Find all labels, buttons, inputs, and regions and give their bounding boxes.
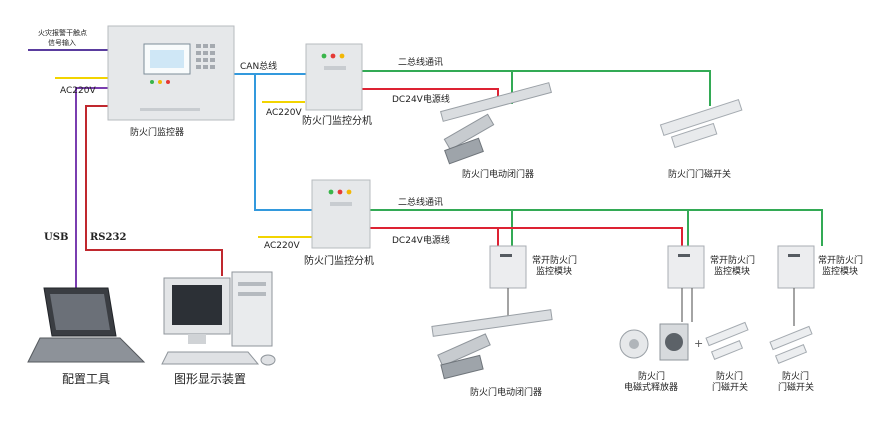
- module2-label-line1: 常开防火门: [710, 256, 756, 266]
- module2-label-line2: 监控模块: [714, 267, 751, 277]
- monitoring-module-1: [489, 245, 527, 289]
- dc24-2-label: DC24V电源线: [392, 236, 450, 246]
- rs232-line: [85, 105, 223, 276]
- ac220-sub1-label: AC220V: [266, 108, 302, 118]
- door-closer-2: [431, 309, 553, 380]
- can-bus-branch: [254, 74, 312, 211]
- usb-line: [75, 87, 108, 288]
- connections: [28, 49, 823, 288]
- module3-label-line2: 监控模块: [822, 267, 859, 277]
- mag-switch-2: [705, 321, 749, 360]
- mag-switch-1: [659, 98, 743, 149]
- module-output-wires: [507, 288, 795, 326]
- fire-input-label-line1: 火灾报警干触点: [38, 29, 87, 37]
- closer2-label: 防火门电动闭门器: [470, 388, 543, 398]
- fire-input-label-line2: 信号输入: [48, 39, 76, 47]
- mag-switch2-label-line2: 门磁开关: [712, 383, 749, 393]
- svg-text:+: +: [694, 337, 703, 350]
- ac220-main-label: AC220V: [60, 86, 96, 96]
- mag-switch1-label: 防火门门磁开关: [668, 170, 732, 180]
- two-bus-line-2: [370, 209, 823, 246]
- bus-comm2-label: 二总线通讯: [398, 198, 444, 208]
- graphic-display-label: 图形显示装置: [174, 372, 247, 386]
- sub-unit1-label: 防火门监控分机: [302, 116, 372, 127]
- door-closer-1: [440, 82, 552, 165]
- bus-comm1-label: 二总线通讯: [398, 58, 444, 68]
- dc24-1-label: DC24V电源线: [392, 95, 450, 105]
- module3-label-line1: 常开防火门: [818, 256, 864, 266]
- laptop-icon: [27, 287, 146, 363]
- sub-unit2-label: 防火门监控分机: [304, 256, 374, 267]
- closer1-label: 防火门电动闭门器: [462, 170, 535, 180]
- mag-switch3-label-line2: 门磁开关: [778, 383, 815, 393]
- mag-switch-3: [769, 325, 813, 364]
- module1-label-line1: 常开防火门: [532, 256, 578, 266]
- desktop-computer-icon: [161, 271, 276, 366]
- monitoring-module-2: [667, 245, 705, 289]
- dc24-line-2: [370, 227, 683, 246]
- electromagnetic-releaser: +: [619, 323, 703, 361]
- release-label-line1: 防火门: [638, 372, 666, 382]
- mag-switch2-label-line1: 防火门: [716, 372, 744, 382]
- module1-label-line2: 监控模块: [536, 267, 573, 277]
- rs232-label: RS232: [90, 232, 127, 243]
- config-tool-label: 配置工具: [62, 372, 111, 386]
- fire-door-monitor-device: [107, 25, 235, 121]
- sub-unit-2-device: [311, 179, 371, 249]
- release-label-line2: 电磁式释放器: [624, 383, 679, 393]
- two-bus-line-1: [362, 70, 711, 106]
- mag-switch3-label-line1: 防火门: [782, 372, 810, 382]
- sub-unit-1-device: [305, 43, 363, 111]
- ac220-sub2-label: AC220V: [264, 241, 300, 251]
- can-bus-label: CAN总线: [240, 62, 278, 72]
- monitoring-module-3: [777, 245, 815, 289]
- monitor-label: 防火门监控器: [130, 128, 185, 138]
- usb-label: USB: [44, 232, 69, 243]
